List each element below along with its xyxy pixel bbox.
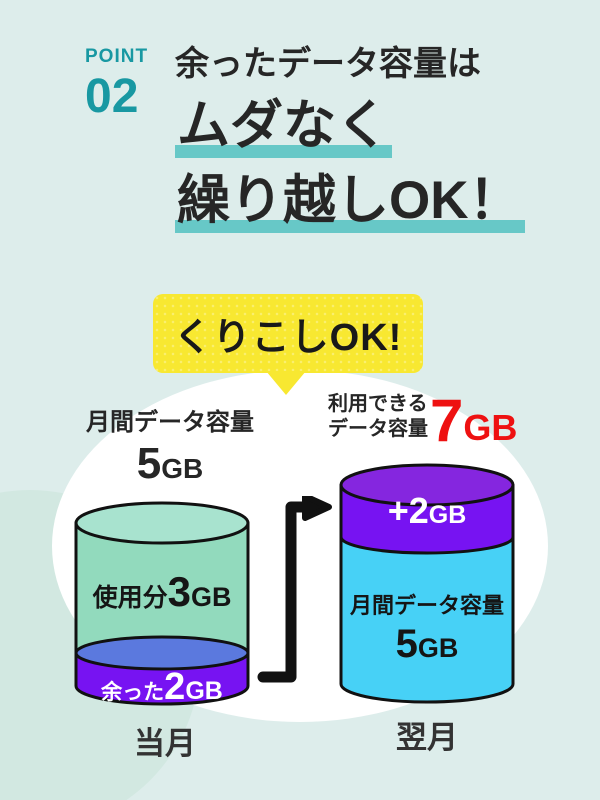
next-month-axis-label: 翌月 — [396, 720, 458, 755]
headline-line3-text: 繰り越しOK！ — [175, 171, 525, 234]
point-number: 02 — [85, 70, 139, 123]
bonus-data-label: +2GB — [388, 490, 467, 531]
speech-bubble: くりこしOK! — [153, 294, 423, 373]
headline-line2-text: ムダなく — [175, 96, 392, 159]
point-badge: POINT 02 — [85, 46, 148, 121]
current-month-caption-unit: GB — [161, 453, 204, 484]
next-month-caption: 利用できる データ容量 7 GB — [328, 387, 518, 454]
current-month-caption-value-row: 5GB — [70, 439, 270, 489]
next-month-caption-line2: データ容量 — [328, 417, 428, 440]
arrowhead — [302, 496, 332, 521]
next-month-caption-line1: 利用できる — [328, 393, 428, 416]
next-month-caption-value: 7 — [430, 387, 464, 454]
cylinder-top-ellipse — [74, 501, 250, 545]
headline-line3: 繰り越しOK！ — [175, 171, 525, 234]
base-data-segment — [339, 535, 515, 704]
base-data-title: 月間データ容量 — [349, 593, 504, 618]
next-month-caption-unit: GB — [463, 407, 518, 448]
current-month-caption-title: 月間データ容量 — [86, 409, 254, 436]
speech-bubble-label: くりこしOK! — [173, 317, 403, 359]
carryover-top-ellipse — [74, 635, 250, 671]
next-month-cylinder: +2GB 月間データ容量 5GB — [339, 463, 515, 704]
base-data-value: 5GB — [396, 622, 459, 666]
headline-line1: 余ったデータ容量は — [175, 45, 481, 83]
headline: 余ったデータ容量は ムダなく 繰り越しOK！ — [175, 42, 525, 234]
next-cylinder-top-ellipse — [339, 463, 515, 507]
speech-bubble-tail — [266, 371, 306, 395]
used-data-label: 使用分3GB — [92, 568, 232, 615]
carryover-label: 余った2GB — [100, 666, 223, 708]
headline-line2: ムダなく — [175, 96, 525, 159]
current-month-cylinder: 使用分3GB 余った2GB — [74, 501, 250, 708]
current-month-axis-label: 当月 — [134, 726, 196, 761]
current-month-caption: 月間データ容量 5GB — [70, 402, 270, 489]
point-label: POINT — [85, 46, 149, 67]
carryover-arrow-icon — [257, 496, 332, 683]
next-month-caption-lines: 利用できる データ容量 — [328, 392, 428, 441]
current-month-caption-value: 5 — [136, 439, 162, 488]
